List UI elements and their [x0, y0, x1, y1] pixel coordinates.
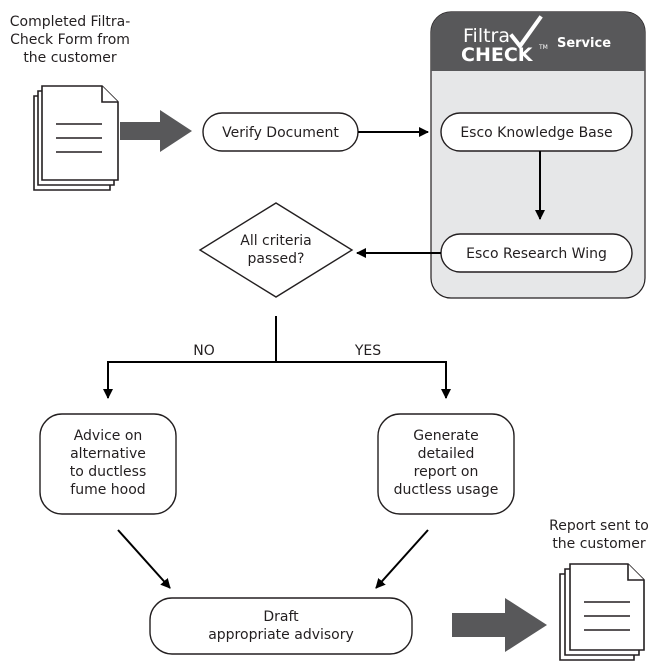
- branch-label-yes: YES: [354, 343, 381, 359]
- advice-label-line: fume hood: [70, 482, 145, 498]
- branch-label-no: NO: [193, 343, 215, 359]
- output-doc-caption-line: Report sent to: [549, 518, 649, 534]
- brand-logo-top: Filtra: [463, 25, 510, 47]
- checkmark-icon: [509, 15, 543, 50]
- node-knowledge-base-label: Esco Knowledge Base: [460, 125, 612, 141]
- draft-label-line: appropriate advisory: [208, 627, 354, 643]
- generate-label-line: report on: [414, 464, 479, 480]
- decision-label-line: All criteria: [240, 233, 311, 249]
- generate-label-line: Generate: [413, 428, 478, 444]
- advice-label-line: Advice on: [74, 428, 143, 444]
- advice-label-line: to ductless: [70, 464, 147, 480]
- generate-label-line: detailed: [418, 446, 475, 462]
- node-verify-document: Verify Document: [202, 112, 359, 152]
- source-doc-caption-line: Check Form from: [10, 32, 130, 48]
- advice-label-line: alternative: [70, 446, 146, 462]
- generate-label-line: ductless usage: [394, 482, 499, 498]
- source-doc-caption-line: the customer: [23, 50, 117, 66]
- node-generate-report: Generate detailed report on ductless usa…: [377, 413, 515, 515]
- arrow-branch-yes: [276, 361, 451, 399]
- node-draft-advisory: Draft appropriate advisory: [149, 597, 413, 655]
- source-document-stack-icon: [33, 85, 119, 191]
- node-research-wing: Esco Research Wing: [440, 233, 633, 273]
- output-doc-caption-line: the customer: [552, 536, 646, 552]
- decision-diamond: All criteria passed?: [198, 202, 354, 298]
- decision-label-line: passed?: [248, 251, 305, 267]
- arrow-generate-to-draft: [375, 529, 429, 589]
- trademark-mark: TM: [538, 44, 548, 51]
- block-arrow-to-report: [452, 598, 547, 652]
- service-panel: Filtra CHECK TM Service: [430, 11, 646, 299]
- output-doc-caption: Report sent to the customer: [549, 518, 649, 552]
- node-verify-document-label: Verify Document: [222, 125, 339, 141]
- brand-logo-bottom: CHECK: [461, 44, 534, 66]
- report-document-stack-icon: [559, 563, 645, 661]
- draft-label-line: Draft: [263, 609, 299, 625]
- service-panel-header: [431, 12, 645, 71]
- node-knowledge-base: Esco Knowledge Base: [440, 112, 633, 152]
- node-advice-alternative: Advice on alternative to ductless fume h…: [39, 413, 177, 515]
- source-doc-caption-line: Completed Filtra-: [10, 14, 131, 30]
- service-panel-title: Service: [557, 36, 611, 51]
- node-research-wing-label: Esco Research Wing: [466, 246, 607, 262]
- arrow-branch-no: [103, 361, 276, 399]
- source-doc-caption: Completed Filtra- Check Form from the cu…: [10, 14, 131, 66]
- arrow-advice-to-draft: [117, 529, 171, 589]
- block-arrow-to-verify: [120, 110, 192, 152]
